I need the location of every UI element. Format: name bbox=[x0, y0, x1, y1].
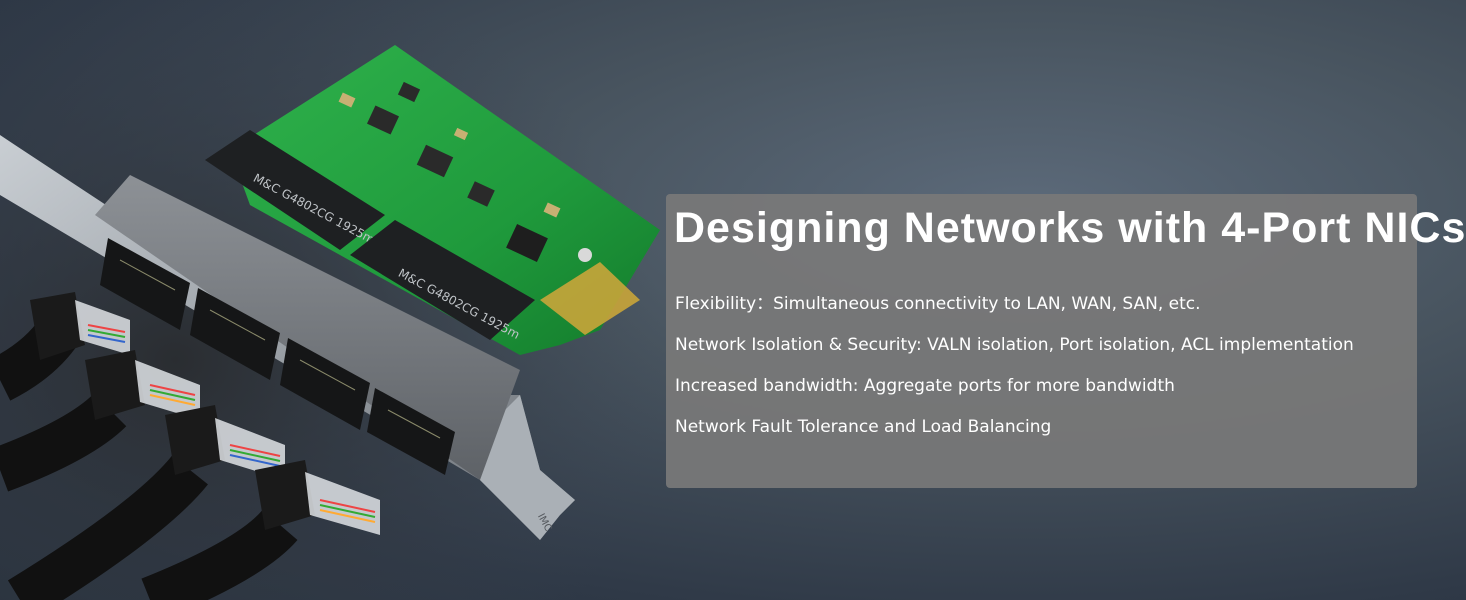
feature-list: Flexibility：Simultaneous connectivity to… bbox=[675, 294, 1354, 458]
ethernet-cable bbox=[141, 460, 380, 600]
ethernet-cable bbox=[0, 350, 200, 492]
pcb-board bbox=[230, 45, 660, 355]
rj45-port-housing bbox=[95, 175, 520, 480]
feature-item: Network Fault Tolerance and Load Balanci… bbox=[675, 417, 1052, 437]
feature-item: Increased bandwidth: Aggregate ports for… bbox=[675, 376, 1175, 396]
feature-item: Network Isolation & Security: VALN isola… bbox=[675, 335, 1354, 355]
info-panel: Designing Networks with 4-Port NICs Flex… bbox=[666, 194, 1465, 488]
ethernet-cable bbox=[7, 405, 285, 600]
banner-title: Designing Networks with 4-Port NICs bbox=[674, 204, 1466, 252]
ethernet-cable bbox=[0, 292, 130, 401]
feature-item: Flexibility：Simultaneous connectivity to… bbox=[675, 294, 1201, 314]
rj45-port bbox=[367, 388, 455, 475]
